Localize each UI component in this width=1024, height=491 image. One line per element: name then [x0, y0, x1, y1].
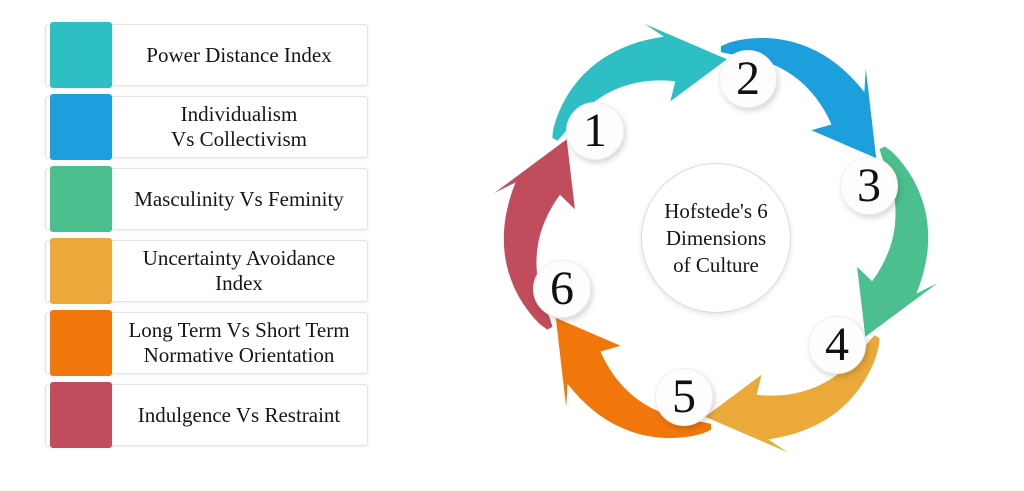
cycle-arrow-4	[705, 335, 880, 453]
cycle-arrow-3	[857, 146, 938, 337]
legend: Power Distance Index Individualism Vs Co…	[45, 22, 368, 456]
legend-item-indulgence-restraint: Indulgence Vs Restraint	[45, 382, 368, 448]
step-number: 4	[825, 318, 849, 371]
legend-color-swatch	[50, 310, 112, 376]
legend-color-swatch	[50, 382, 112, 448]
legend-label: Masculinity Vs Feminity	[134, 186, 344, 211]
step-circle-1: 1	[566, 102, 624, 160]
cycle-arrow-5	[555, 317, 712, 439]
step-circle-4: 4	[808, 316, 866, 374]
cycle-arrow-2	[720, 37, 877, 159]
legend-item-uncertainty-avoidance: Uncertainty Avoidance Index	[45, 238, 368, 304]
step-number: 6	[550, 262, 574, 315]
legend-color-swatch	[50, 94, 112, 160]
legend-label: Long Term Vs Short Term Normative Orient…	[128, 318, 350, 367]
legend-color-swatch	[50, 166, 112, 232]
step-number: 5	[672, 370, 696, 423]
cycle-arrow-6	[494, 139, 575, 330]
legend-label: Uncertainty Avoidance Index	[142, 246, 336, 295]
step-circle-3: 3	[840, 157, 898, 215]
legend-item-masculinity-feminity: Masculinity Vs Feminity	[45, 166, 368, 232]
step-circle-2: 2	[719, 50, 777, 108]
step-number: 2	[736, 52, 760, 105]
legend-label: Power Distance Index	[146, 42, 332, 67]
legend-item-power-distance: Power Distance Index	[45, 22, 368, 88]
cycle-center-circle: Hofstede's 6 Dimensions of Culture	[641, 163, 791, 313]
cycle-arrow-1	[552, 23, 727, 141]
step-circle-6: 6	[533, 260, 591, 318]
legend-color-swatch	[50, 22, 112, 88]
step-circle-5: 5	[655, 368, 713, 426]
legend-item-individualism-collectivism: Individualism Vs Collectivism	[45, 94, 368, 160]
cycle-center-title: Hofstede's 6 Dimensions of Culture	[664, 198, 768, 277]
step-number: 1	[583, 104, 607, 157]
legend-item-long-short-term: Long Term Vs Short Term Normative Orient…	[45, 310, 368, 376]
legend-color-swatch	[50, 238, 112, 304]
legend-label: Indulgence Vs Restraint	[137, 402, 341, 427]
legend-label: Individualism Vs Collectivism	[171, 102, 307, 151]
step-number: 3	[857, 159, 881, 212]
